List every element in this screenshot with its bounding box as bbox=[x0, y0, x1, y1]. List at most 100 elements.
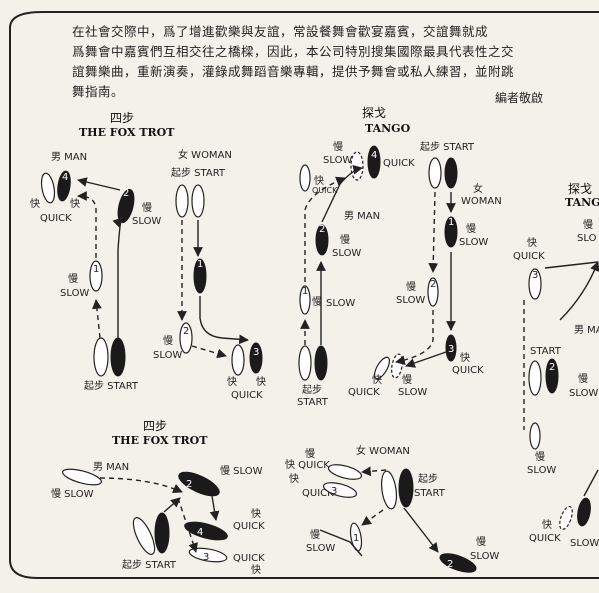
footprint bbox=[193, 258, 207, 294]
start-label: 起步 START bbox=[420, 141, 475, 153]
quick-label: QUICK bbox=[231, 390, 263, 401]
footprint bbox=[298, 345, 312, 381]
quick-zh: 快 bbox=[251, 508, 261, 520]
step-number: 1 bbox=[197, 259, 203, 270]
slow-label: SLOW bbox=[60, 288, 89, 299]
slow-label: SLOW bbox=[459, 237, 488, 248]
intro-text: 在社會交際中，爲了增進歡樂與友誼，常設餐舞會歡宴嘉賓，交誼舞就成 爲舞會中嘉賓們… bbox=[72, 22, 552, 102]
slow-label-cut: SLO bbox=[577, 233, 597, 244]
foxtrot-title-zh: 四步 bbox=[143, 419, 167, 433]
intro-line-2: 爲舞會中嘉賓們互相交往之橋樑，因此，本公司特別搜集國際最具代表性之交 bbox=[72, 44, 515, 59]
slow-label: SLOW bbox=[569, 388, 598, 399]
quick-label: QUICK bbox=[348, 387, 380, 398]
footprint bbox=[427, 277, 439, 307]
slow-zh: 慢 bbox=[535, 451, 545, 463]
man-label: 男 MAN bbox=[93, 461, 129, 473]
step-number: 2 bbox=[186, 479, 192, 490]
step-number: 3 bbox=[253, 347, 259, 358]
step-number: 2 bbox=[123, 188, 129, 199]
slow-zh: 慢 bbox=[305, 448, 315, 460]
quick-label: QUICK bbox=[383, 158, 415, 169]
footprint bbox=[249, 342, 263, 374]
start-label: 起步 START bbox=[171, 167, 226, 179]
quick-zh: 快 bbox=[372, 374, 382, 386]
quick-label: QUICK bbox=[233, 553, 265, 564]
slow-zh: 慢 bbox=[406, 281, 416, 293]
footprint bbox=[528, 360, 542, 396]
quick-label: QUICK bbox=[529, 533, 561, 544]
quick-zh: 快 bbox=[227, 376, 237, 388]
footprint bbox=[528, 268, 542, 300]
slow-zh: 慢 bbox=[142, 202, 152, 214]
page-frame bbox=[9, 11, 599, 579]
footprint bbox=[327, 464, 363, 480]
editor-signoff: 編者敬啟 bbox=[494, 91, 543, 105]
step-number: 1 bbox=[353, 533, 359, 544]
slow-label: SLOW bbox=[326, 298, 355, 309]
footprint bbox=[428, 157, 442, 189]
footprint bbox=[545, 358, 559, 394]
slow-zh: 慢 bbox=[312, 296, 322, 308]
footprint bbox=[175, 184, 189, 218]
slow-zh: 慢 bbox=[578, 373, 588, 385]
step-number: 2 bbox=[319, 224, 325, 235]
quick-label: QUICK bbox=[452, 365, 484, 376]
step-number: 1 bbox=[93, 264, 99, 275]
slow-zh: 慢 bbox=[583, 219, 593, 231]
intro-line-3: 誼舞樂曲，重新演奏，灌錄成舞蹈音樂專輯，提供予舞會或私人練習，並附跳 bbox=[72, 64, 515, 79]
footprint bbox=[314, 345, 328, 381]
quick-label: QUICK bbox=[513, 251, 545, 262]
footprint bbox=[559, 505, 573, 531]
tango-title-zh: 探戈 bbox=[362, 106, 386, 120]
footprint bbox=[374, 356, 390, 380]
slow-zh: 慢 bbox=[402, 374, 412, 386]
slow-zh: 慢 bbox=[340, 234, 350, 246]
start-label: 起步 START bbox=[122, 559, 177, 571]
footprint bbox=[380, 470, 398, 510]
step-number: 3 bbox=[331, 486, 337, 497]
slow-zh: 慢 bbox=[163, 335, 173, 347]
footprint bbox=[367, 145, 381, 179]
foxtrot-title-zh: 四步 bbox=[110, 111, 134, 125]
footprint bbox=[444, 216, 458, 248]
tango-title-zh-cut: 探戈 bbox=[568, 182, 592, 196]
footprint bbox=[184, 521, 228, 541]
footprint bbox=[299, 164, 311, 192]
footprint bbox=[62, 468, 102, 486]
slow-zh: 慢 bbox=[68, 273, 78, 285]
step-number: 2 bbox=[183, 326, 189, 337]
tango-title-en: TANGO bbox=[365, 122, 411, 135]
footprint bbox=[178, 471, 220, 497]
slow-label: SLOW bbox=[323, 155, 352, 166]
intro-line-4: 舞指南。 bbox=[72, 84, 125, 99]
step-number: 4 bbox=[371, 150, 377, 161]
woman-en: WOMAN bbox=[461, 196, 502, 207]
footprint bbox=[444, 157, 458, 189]
foxtrot-woman-panel: 女 WOMAN 起步 START 1 2 3 慢 SLOW 快 快 QUICK bbox=[153, 148, 266, 401]
man-label-cut: 男 MA bbox=[574, 324, 599, 336]
quick-zh: 快 bbox=[251, 564, 261, 576]
start-en: START bbox=[414, 488, 446, 499]
footprint bbox=[110, 337, 126, 377]
step-number: 3 bbox=[532, 270, 538, 281]
man-label: 男 MAN bbox=[51, 151, 87, 163]
tango-man-panel: 探戈 TANGO 慢 SLOW 4 QUICK 快 QUICK 男 MAN 2 … bbox=[297, 106, 415, 408]
quick-zh: 快 bbox=[314, 175, 324, 187]
footprint bbox=[529, 422, 541, 450]
tango-cut-panel: 探戈 TANG 慢 SLO 快 QUICK 3 男 MA START 2 慢 S… bbox=[513, 182, 599, 549]
step-number: 2 bbox=[549, 362, 555, 373]
slow-label: SLOW bbox=[570, 538, 599, 549]
man-label: 男 MAN bbox=[344, 210, 380, 222]
start-label: START bbox=[530, 346, 562, 357]
slow-label: SLOW bbox=[527, 465, 556, 476]
slow-zh: 慢 bbox=[310, 529, 320, 541]
footprint bbox=[577, 497, 591, 527]
footprint bbox=[445, 334, 457, 362]
footprint bbox=[93, 337, 109, 377]
slow-pair: 慢 SLOW bbox=[51, 488, 94, 500]
quick-zh: 快 bbox=[30, 198, 40, 210]
start-zh: 起步 bbox=[418, 473, 438, 485]
quick-zh: 快 bbox=[70, 198, 80, 210]
quick-label: QUICK bbox=[40, 213, 72, 224]
step-number: 2 bbox=[447, 559, 453, 570]
